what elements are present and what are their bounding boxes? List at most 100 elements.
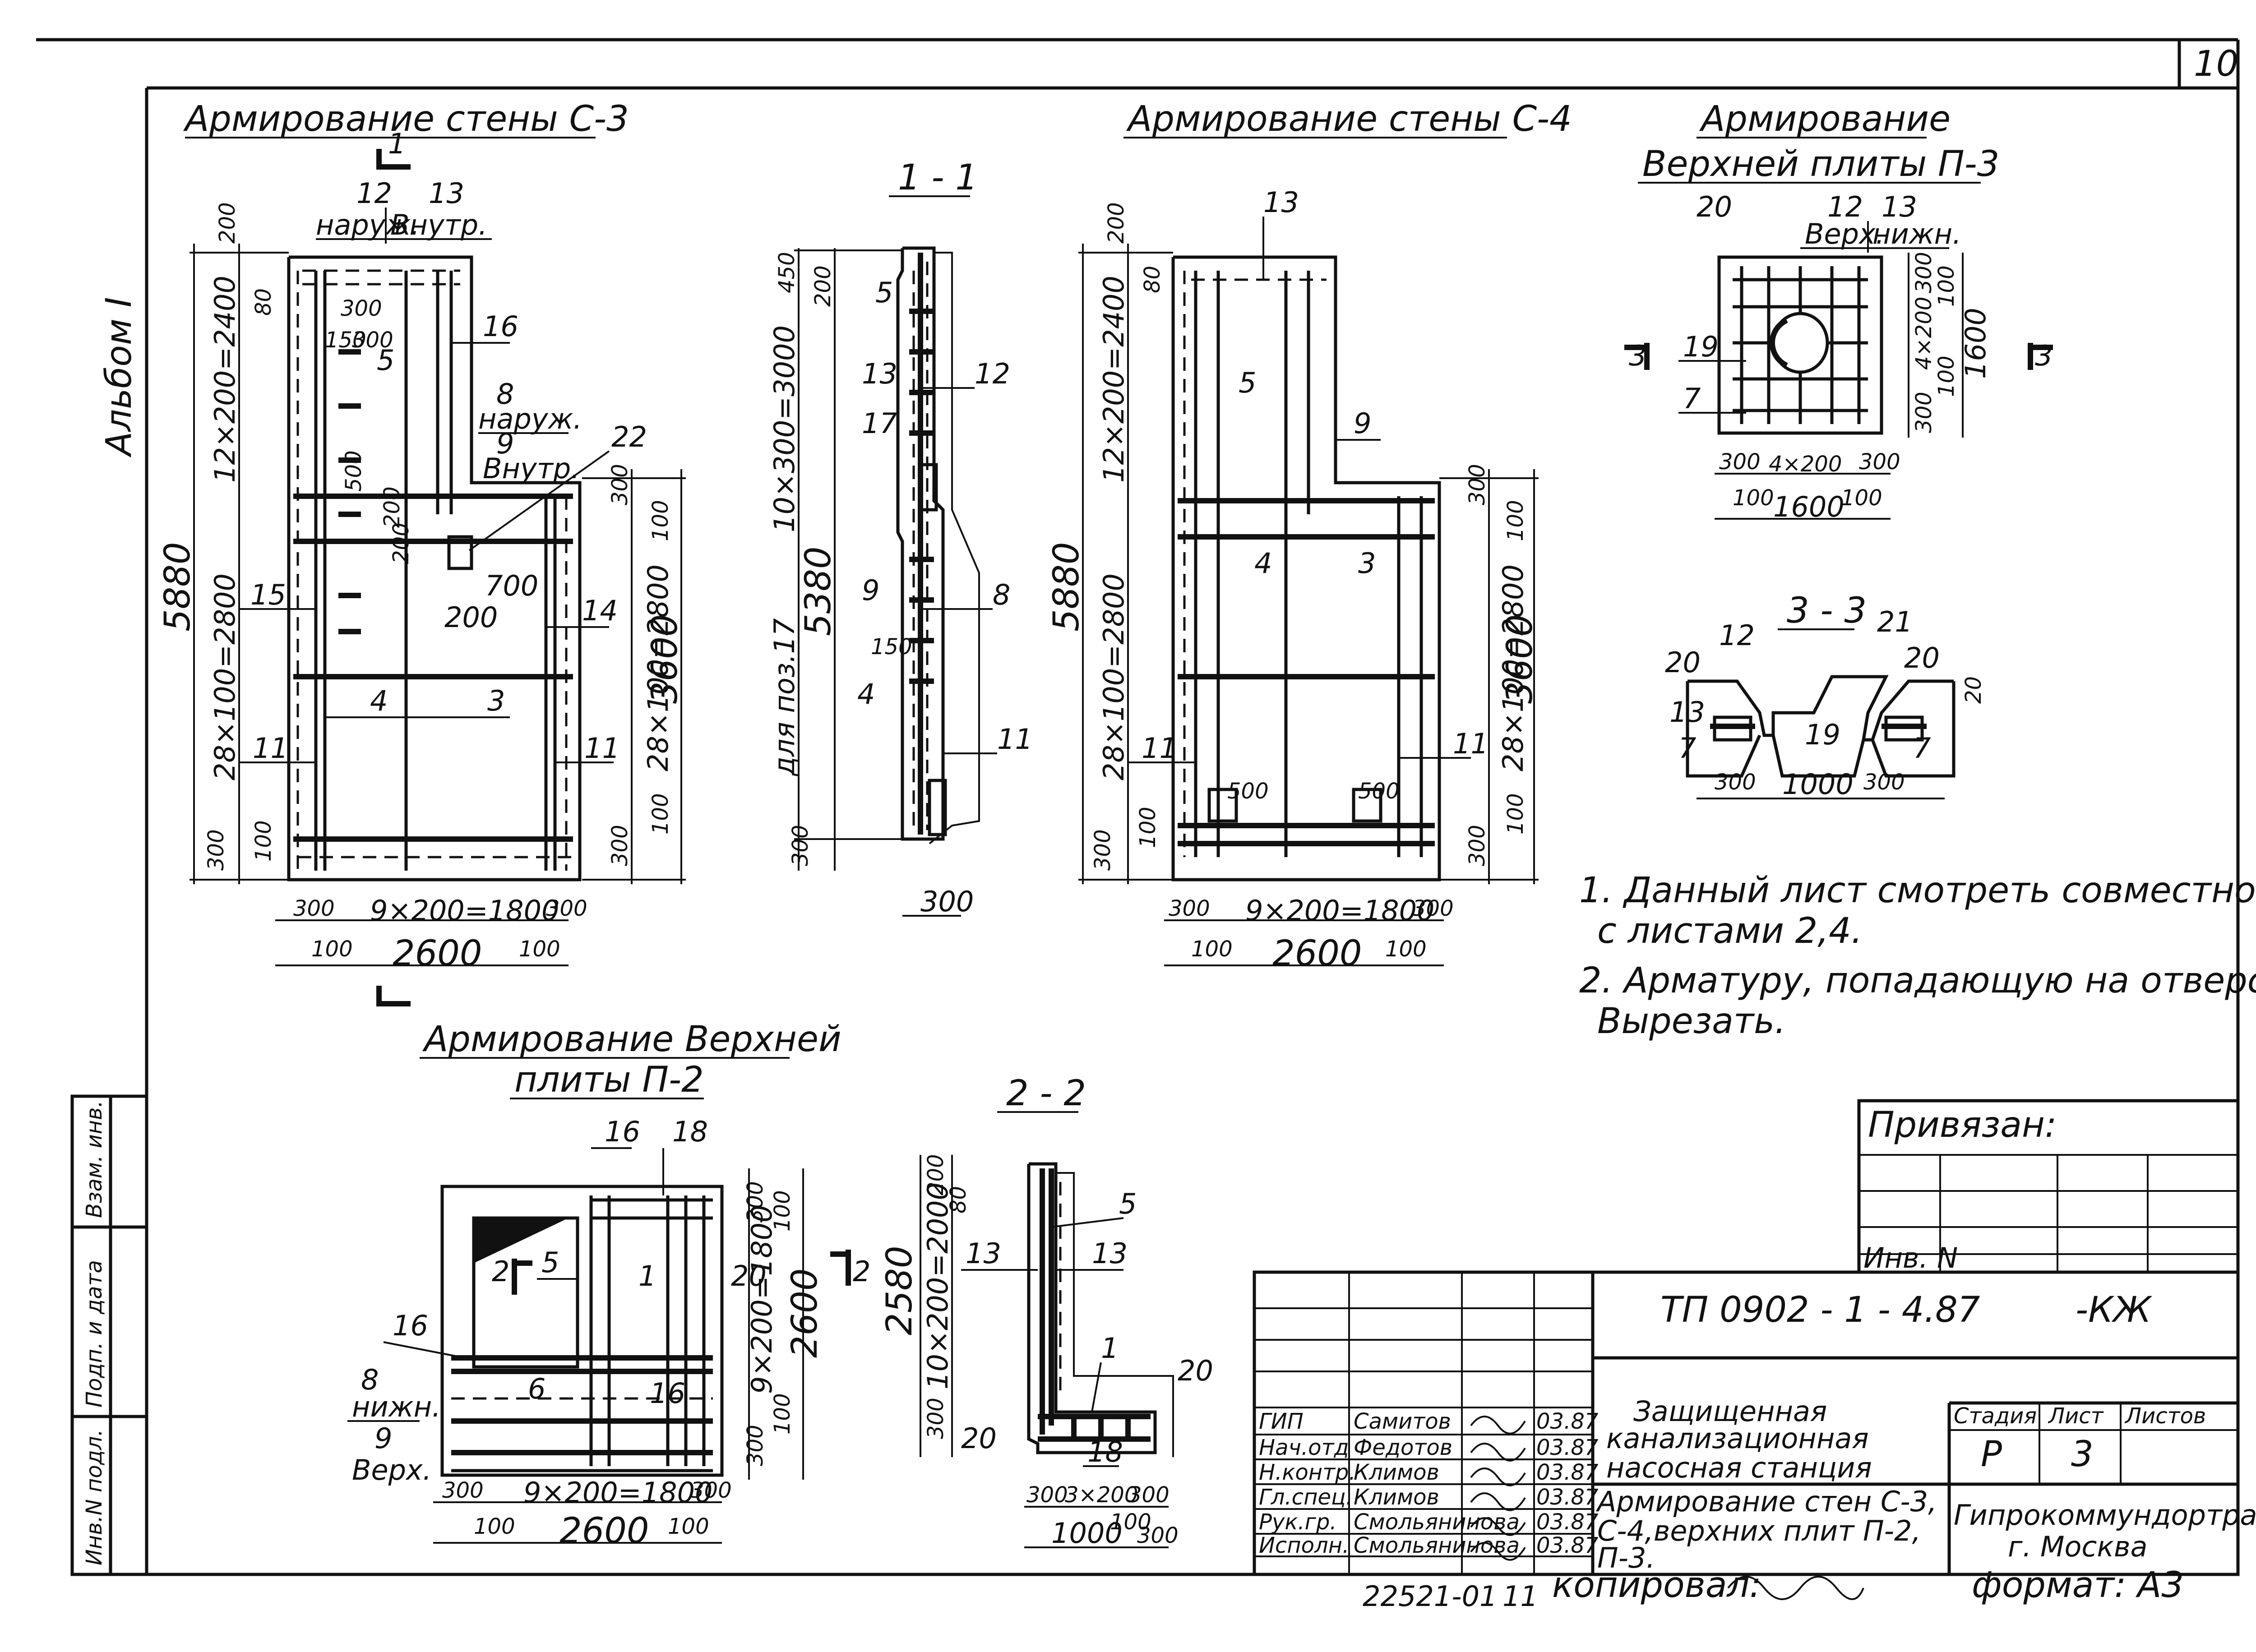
title-drawing-2: С-4,верхних плит П-2, [1597,1514,1921,1547]
staff-name-6: Смольянинова [1354,1533,1520,1558]
title-sheet: 3 [2071,1434,2094,1475]
s11-dim-bottom300: 300 [920,885,974,918]
p2-dim-b9x200: 9×200=1800 [523,1476,712,1509]
c3-dim-bottom-left300: 300 [293,896,335,921]
s22-dim-total: 2580 [879,1246,920,1335]
c3-label-p9-sub: Внутр. [483,452,580,485]
p2-label-9: 9 [374,1422,392,1455]
staff-name-2: Федотов [1354,1435,1452,1460]
p3-label-19: 19 [1683,330,1719,363]
p3-label-nizh: нижн. [1872,217,1961,250]
s22-dim-b100: 100 [1110,1509,1151,1535]
c4-dim-bottom-left300: 300 [1169,896,1210,921]
s22-label-13-left: 13 [966,1237,1001,1270]
p3-dim-b100: 100 [1733,485,1774,511]
c3-title: Армирование стены С-3 [183,99,629,139]
p2-label-16-right: 16 [650,1377,685,1410]
album-label: Альбом I [99,297,139,458]
p2-title-1: Армирование Верхней [422,1019,841,1060]
s22-dim-80: 80 [946,1186,971,1214]
c3-dim-200b: 200 [388,522,414,564]
title-stage: Р [1981,1434,2002,1475]
c3-dim-500: 500 [341,450,366,492]
p2-label-18: 18 [672,1115,708,1148]
s22-label-18: 18 [1087,1435,1123,1468]
c3-label-16: 16 [483,310,518,343]
p2-label-verh: Верх. [352,1454,431,1486]
c3-label-14: 14 [582,594,618,627]
s22-label-20-left: 20 [961,1422,997,1455]
c4-label-11-right: 11 [1453,727,1489,760]
footer: 22521-01 11 копировал: формат: А3 [1363,1565,2184,1613]
c3-dim-top: 200 [215,202,240,244]
note-1-line-2: с листами 2,4. [1597,911,1863,951]
note-2-line-1: 2. Арматуру, попадающую на отверстие, [1579,960,2256,1001]
c3-label-11-right: 11 [584,732,620,765]
signature-5 [1470,1517,1526,1536]
side-stamp-podp: Подп. и дата [82,1260,107,1407]
p2-dim-b300b: 300 [690,1478,732,1503]
c3-dim-200c: 200 [444,601,498,634]
p3-mark-3-right: 3 [2035,339,2053,372]
note-1-line-1: 1. Данный лист смотреть совместно [1579,870,2256,911]
p2-label-2: 2 [492,1255,509,1288]
slab-p3-view: Армирование Верхней плиты П-3 20 12 13 В… [1624,99,2053,523]
side-stamp-inv-podl: Инв.N подл. [82,1429,107,1565]
s22-dim-b3x200: 3×200 [1065,1482,1138,1508]
s11-dim-spacing: 10×300=3000 [768,325,801,532]
c3-dim-200a: 200 [379,486,405,528]
s33-label-21: 21 [1877,605,1913,638]
c4-label-11-left: 11 [1142,732,1177,765]
section-2-2-view: 2 - 2 5 13 13 1 20 20 18 200 80 10×200=2… [879,1073,1213,1550]
s11-dim-150: 150 [871,634,912,660]
s33-title: 3 - 3 [1787,591,1867,631]
c4-dim-top80: 80 [1140,266,1165,293]
binding-title: Привязан: [1868,1105,2057,1145]
s22-dim-b300: 300 [1026,1482,1068,1508]
title-project-2: канализационная [1606,1422,1869,1455]
c3-dim-bottom-width: 2600 [393,933,482,974]
staff-date-5: 03.87 [1536,1509,1599,1535]
wall-c4-view: Армирование стены С-4 13 5 9 4 3 11 11 5… [1046,99,1572,974]
p3-title-1: Армирование [1699,99,1951,139]
c3-dim-bottom-right100: 100 [519,937,560,962]
p2-mark-2-right: 2 [853,1255,870,1288]
title-org-2: г. Москва [2008,1530,2148,1563]
title-code: ТП 0902 - 1 - 4.87 [1660,1290,1980,1330]
s33-label-13: 13 [1669,696,1705,729]
p2-dim-r2600: 2600 [785,1268,825,1358]
p2-label-5: 5 [541,1246,559,1279]
slab-p2-view: Армирование Верхней плиты П-2 16 18 2 5 … [347,1019,870,1551]
side-stamp: Инв.N подл. Подп. и дата Взам. инв. [70,1094,148,1576]
p3-dim-b1600: 1600 [1773,490,1845,523]
c4-dim-right100b: 100 [1503,793,1528,835]
s33-dim-300b: 300 [1863,770,1905,795]
c4-label-5: 5 [1239,366,1256,399]
sheet-number: 10 [2194,44,2238,84]
binding-inv: Инв. N [1863,1241,1958,1274]
s33-label-7-left: 7 [1678,732,1696,765]
s22-title: 2 - 2 [1006,1073,1086,1114]
c3-dim-bottom: 300 [203,829,229,871]
signature-2 [1470,1443,1526,1462]
c3-dim-total: 5880 [157,542,198,632]
staff-name-1: Самитов [1354,1409,1451,1434]
c4-dim-bottom: 300 [1090,829,1115,871]
staff-date-2: 03.87 [1536,1435,1599,1460]
section-1-1-view: 1 - 1 5 13 12 17 9 8 4 11 450 200 10×300… [768,157,1033,918]
c3-dim-right300: 300 [607,464,633,505]
signature-1 [1470,1416,1526,1435]
title-drawing-1: Армирование стен С-3, [1595,1485,1937,1518]
s11-dim-200: 200 [810,265,836,307]
c3-label-vnutr: Внутр. [390,208,487,241]
staff-role-3: Н.контр. [1259,1460,1356,1485]
s11-label-9: 9 [862,574,879,607]
c3-label-4: 4 [370,684,388,717]
c4-dim-bottom-spacing: 9×200=1800 [1245,894,1434,927]
s33-label-12: 12 [1719,619,1755,652]
s22-dim-b300c: 300 [1137,1523,1179,1548]
footer-copied: копировал: [1552,1565,1761,1606]
p2-dim-b100b: 100 [668,1514,709,1539]
c3-label-p9: 9 [496,427,514,460]
